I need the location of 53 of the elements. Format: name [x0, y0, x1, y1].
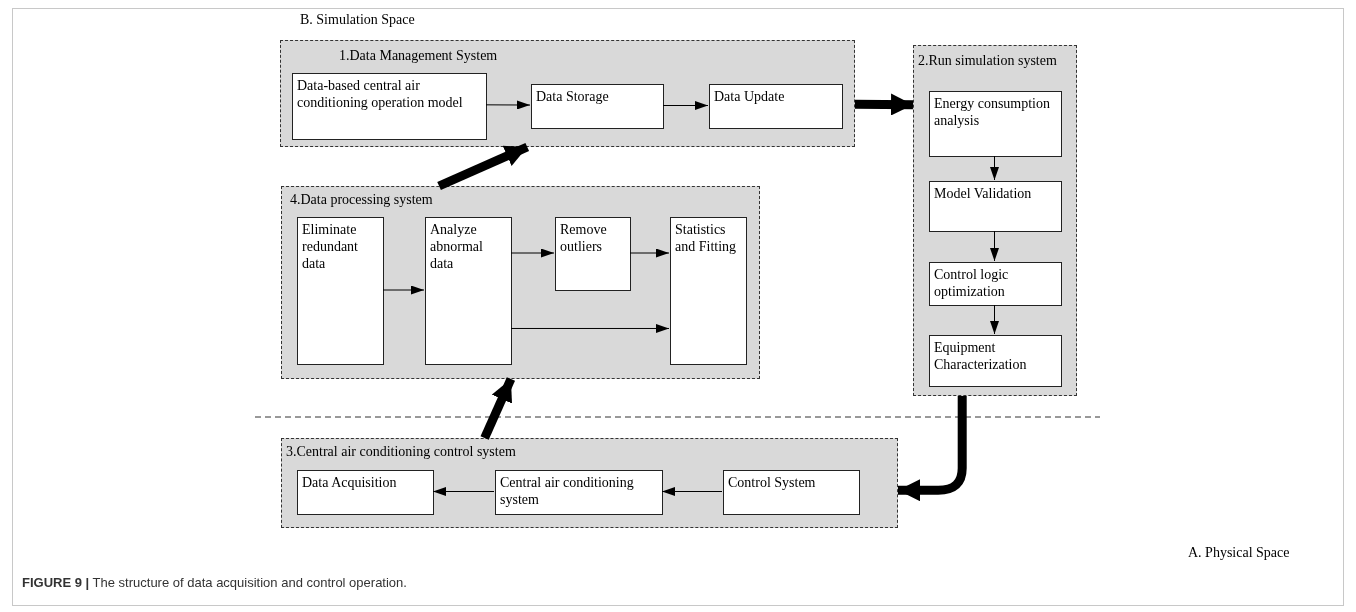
box-label: Data Storage	[536, 88, 610, 105]
arrow	[629, 248, 670, 258]
box-label: Analyze abnormal data	[430, 221, 484, 272]
system-panel	[280, 40, 855, 147]
thick-arrow	[898, 396, 967, 502]
box-label: Model Validation	[934, 185, 1033, 202]
process-box	[555, 217, 631, 291]
box-label: Eliminate redundant data	[302, 221, 359, 272]
arrow	[510, 248, 555, 258]
space-label: A. Physical Space	[1188, 545, 1290, 561]
figure-caption: FIGURE 9 | The structure of data acquisition and control operation.	[22, 575, 407, 590]
arrow	[510, 324, 670, 333]
process-box	[929, 181, 1062, 232]
panel-title: 4.Data processing system	[290, 191, 433, 208]
box-label: Control logic optimization	[934, 266, 1010, 300]
process-box	[929, 262, 1062, 306]
panel-title: 2.Run simulation system	[918, 52, 1057, 69]
box-label: Data Update	[714, 88, 786, 105]
process-box	[297, 217, 384, 365]
process-box	[292, 73, 487, 140]
process-box	[723, 470, 860, 515]
process-box	[495, 470, 663, 515]
arrow	[661, 487, 723, 496]
process-box	[531, 84, 664, 129]
process-box	[709, 84, 843, 129]
arrow	[990, 230, 999, 262]
thick-arrow	[854, 93, 914, 116]
box-label: Data-based central air conditioning operation model	[297, 77, 464, 111]
arrow	[990, 155, 999, 181]
arrow	[485, 100, 531, 110]
process-box	[425, 217, 512, 365]
process-box	[929, 335, 1062, 387]
process-box	[297, 470, 434, 515]
box-label: Data Acquisition	[302, 474, 398, 491]
box-label: Equipment Characterization	[934, 339, 1028, 373]
arrow	[662, 101, 709, 110]
box-label: Control System	[728, 474, 817, 491]
process-box	[929, 91, 1062, 157]
arrow	[432, 487, 495, 496]
space-label: B. Simulation Space	[300, 12, 415, 28]
panel-title: 1.Data Management System	[339, 47, 498, 64]
box-label: Statistics and Fitting	[675, 221, 738, 255]
system-panel	[281, 186, 760, 379]
box-label: Remove outliers	[560, 221, 608, 255]
box-label: Central air conditioning system	[500, 474, 635, 508]
system-panel	[281, 438, 898, 528]
system-panel	[913, 45, 1077, 396]
box-label: Energy consumption analysis	[934, 95, 1051, 129]
arrow	[382, 285, 425, 295]
arrow	[990, 304, 999, 335]
thick-arrow	[480, 377, 516, 440]
process-box	[670, 217, 747, 365]
panel-title: 3.Central air conditioning control system	[286, 443, 516, 460]
